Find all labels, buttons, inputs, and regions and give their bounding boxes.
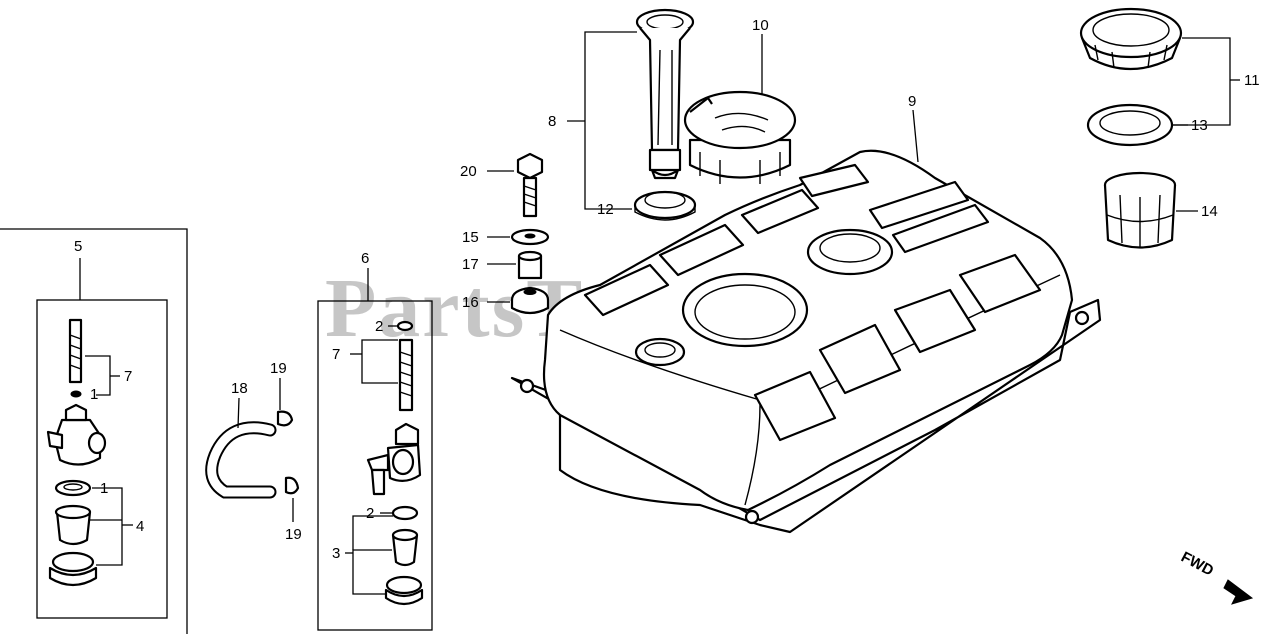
fuel-valve-6-frame <box>317 268 433 631</box>
cap-seal-part-13 <box>1086 103 1174 147</box>
fuel-valve-5-frame <box>0 228 188 634</box>
callout-19-upper: 19 <box>270 360 287 377</box>
callout-1-left-oring: 1 <box>90 386 98 403</box>
filter-basket-part-14 <box>1103 171 1177 249</box>
fuel-tank-part-9 <box>510 149 1102 534</box>
callout-1-left-gasket: 1 <box>100 480 108 497</box>
callout-16: 16 <box>462 294 479 311</box>
callout-2-lower: 2 <box>366 505 374 522</box>
fuel-valve-assembly-6 <box>366 320 424 606</box>
callout-labels: 5 7 1 1 4 18 19 19 6 2 7 2 3 20 15 17 16… <box>74 17 1260 562</box>
callout-7-left: 7 <box>124 368 132 385</box>
bolt-part-20 <box>516 152 544 218</box>
fwd-label: FWD <box>1178 549 1216 580</box>
callout-9: 9 <box>908 93 916 110</box>
callout-18: 18 <box>231 380 248 397</box>
cushion-part-16 <box>510 286 550 315</box>
forward-direction-indicator: FWD <box>1178 549 1254 605</box>
callout-7-middle: 7 <box>332 346 340 363</box>
callout-3: 3 <box>332 545 340 562</box>
collar-part-17 <box>517 250 543 280</box>
callout-20: 20 <box>460 163 477 180</box>
callout-2-upper: 2 <box>375 318 383 335</box>
callout-10: 10 <box>752 17 769 34</box>
fuel-valve-assembly-5 <box>46 318 107 587</box>
leader-lines <box>85 31 1240 595</box>
forward-arrow-icon <box>1223 579 1254 605</box>
fuel-cap-part-11 <box>1079 7 1183 71</box>
callout-14: 14 <box>1201 203 1218 220</box>
hose-clip-part-19-lower <box>284 476 300 495</box>
fuel-hose-part-18 <box>205 421 277 499</box>
washer-part-15 <box>510 228 550 246</box>
callout-6: 6 <box>361 250 369 267</box>
fuel-strainer-part-8 <box>635 8 695 180</box>
callout-13: 13 <box>1191 117 1208 134</box>
grommet-part-12 <box>633 190 697 221</box>
callout-12: 12 <box>597 201 614 218</box>
callout-15: 15 <box>462 229 479 246</box>
callout-19-lower: 19 <box>285 526 302 543</box>
callout-8: 8 <box>548 113 556 130</box>
callout-17: 17 <box>462 256 479 273</box>
strainer-cap-part-10 <box>683 90 797 184</box>
callout-11: 11 <box>1244 72 1260 89</box>
hose-clip-part-19-upper <box>276 410 294 427</box>
callout-4: 4 <box>136 518 144 535</box>
callout-5: 5 <box>74 238 82 255</box>
